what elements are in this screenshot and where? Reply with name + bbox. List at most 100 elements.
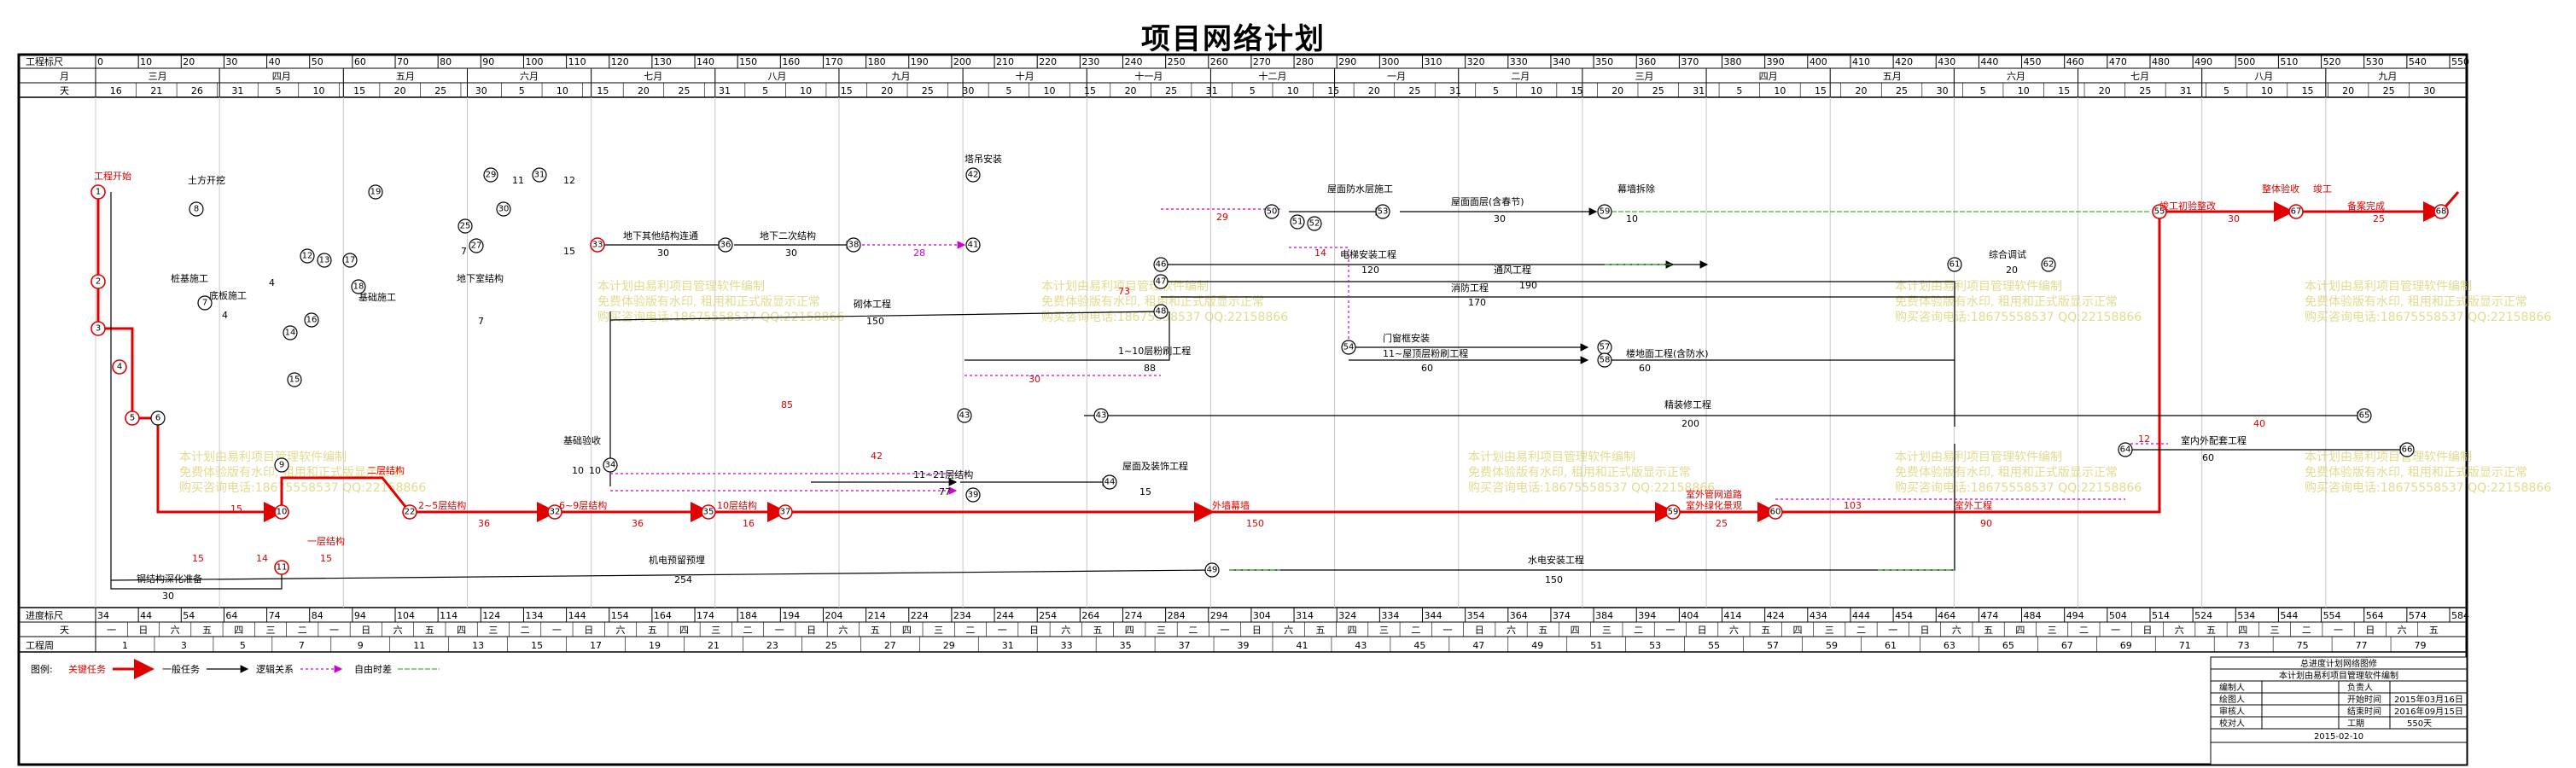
network-node: 10 [274,504,289,520]
watermark-text: 购买咨询电话:18675558537 QQ:22158866 [1468,481,1715,495]
network-node: 50 [1264,204,1279,219]
node-circle [718,237,733,253]
day-label: 21 [150,85,162,96]
scale-tick: 410 [1852,56,1870,67]
week-label: 29 [943,640,955,651]
watermark-text: 购买咨询电话:18675558537 QQ:22158866 [2305,481,2551,495]
month-label: 七月 [644,71,662,82]
free-float-paths [610,208,2168,500]
day-label: 31 [719,85,731,96]
footer-scale-tick: 154 [611,610,629,621]
task-duration: 4 [222,310,228,321]
week-label: 1 [122,640,128,651]
network-node: 27 [469,238,484,253]
day-label: 15 [597,85,609,96]
node-number: 14 [285,329,296,338]
node-circle [1102,474,1117,490]
task-duration: 254 [674,574,692,585]
network-node: 60 [1768,504,1783,520]
node-number: 22 [405,508,416,517]
node-number: 54 [1343,343,1355,352]
network-node: 35 [701,504,716,520]
scale-tick: 500 [2237,56,2255,67]
network-node: 31 [532,167,547,183]
weekday-label: 二 [2079,625,2089,636]
node-number: 65 [2359,411,2370,421]
footer-scale-tick: 364 [1510,610,1528,621]
footer-scale-tick: 414 [1724,610,1742,621]
task-label: 基础验收 [563,434,601,446]
day-label: 30 [2423,85,2435,96]
node-circle [532,167,547,183]
scale-tick: 490 [2194,56,2212,67]
task-label: 电梯安装工程 [1340,248,1396,260]
week-label: 61 [1885,640,1897,651]
footer-scale-tick: 574 [2409,610,2427,621]
header-scale-label: 工程标尺 [26,55,63,67]
node-circle [1768,504,1783,520]
network-node: 18 [351,279,366,294]
day-label: 15 [2058,85,2070,96]
legend: 图例: 关键任务 一般任务 逻辑关系 自由时差 [31,659,440,679]
node-number: 25 [460,222,471,231]
task-duration: 7 [461,246,467,257]
footer-scale-tick: 64 [225,610,237,621]
footer-scale-tick: 554 [2323,610,2341,621]
node-number: 5 [130,414,135,423]
weekday-label: 四 [1348,625,1357,636]
footer-scale-tick: 44 [140,610,152,621]
node-number: 68 [2436,207,2447,217]
watermark-text: 购买咨询电话:18675558537 QQ:22158866 [179,481,426,495]
watermark-text: 免费体验版有水印, 租用和正式版显示正常 [1468,466,1691,480]
task-duration: 15 [320,553,332,564]
node-number: 3 [96,324,101,334]
week-label: 75 [2297,640,2309,651]
day-label: 5 [519,85,525,96]
task-label: 一层结构 [307,535,345,547]
node-number: 51 [1292,218,1303,227]
task-label: 幕墙拆除 [1617,183,1655,195]
scale-tick: 330 [1510,56,1528,67]
week-label: 31 [1002,640,1014,651]
network-node: 49 [1204,562,1220,578]
task-duration: 7 [478,316,484,327]
network-node: 42 [965,167,981,183]
week-label: 69 [2120,640,2132,651]
node-number: 32 [550,508,561,517]
scale-tick: 300 [1381,56,1399,67]
weekday-label: 一 [775,625,784,636]
node-number: 8 [194,205,199,214]
node-circle [125,410,140,426]
task-duration: 10 [1626,213,1638,224]
day-label: 20 [2099,85,2111,96]
task-label: 通风工程 [1494,265,1531,276]
weekday-label: 二 [2302,625,2311,636]
weekday-label: 五 [2206,625,2216,636]
scale-tick: 150 [739,56,757,67]
scale-tick: 450 [2024,56,2042,67]
day-label: 20 [638,85,650,96]
network-node: 2 [90,274,106,289]
footer-scale-label: 进度标尺 [26,609,63,621]
network-node: 67 [2288,204,2304,219]
footer-scale-tick: 434 [1810,610,1827,621]
task-label: 室外工程 [1955,499,1992,511]
node-circle [402,504,417,520]
task-duration: 25 [2373,213,2385,224]
task-label: 室外管网道路 [1686,488,1742,500]
week-label: 3 [181,640,187,651]
task-duration: 30 [657,247,669,259]
footer-scale-tick: 384 [1595,610,1613,621]
node-number: 59 [1600,207,1611,217]
footer-scale-tick: 544 [2280,610,2298,621]
task-duration: 28 [913,247,925,259]
network-node: 37 [778,504,793,520]
node-circle [1375,204,1390,219]
task-duration: 60 [1639,363,1651,374]
node-number: 58 [1600,356,1611,365]
task-duration: 150 [1545,574,1563,585]
network-node: 58 [1597,352,1612,368]
day-label: 30 [962,85,974,96]
weekday-label: 四 [1571,625,1580,636]
scale-tick: 130 [654,56,672,67]
